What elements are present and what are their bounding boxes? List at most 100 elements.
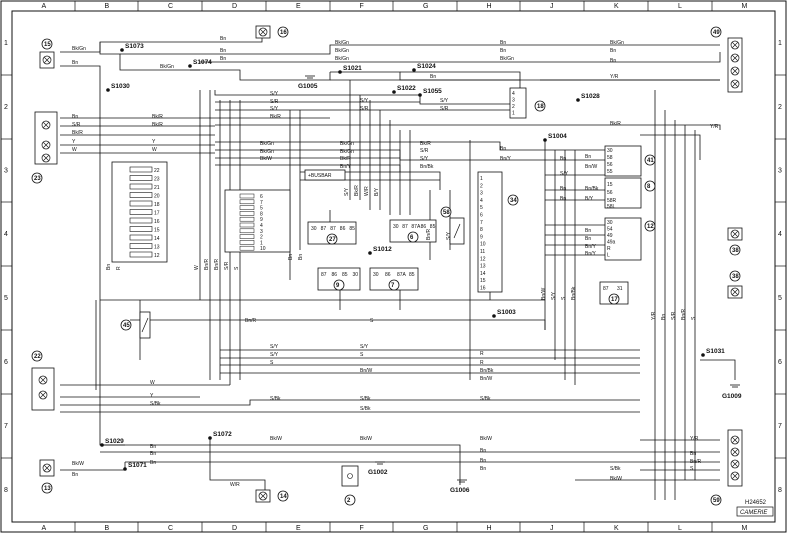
junction-label: S1021 bbox=[343, 65, 362, 72]
fuse bbox=[129, 243, 153, 249]
wire bbox=[99, 42, 200, 71]
lamp-22-filament bbox=[39, 376, 47, 384]
wire-color-label: Bn/Bk bbox=[420, 164, 434, 170]
relay-7-pin: 86 bbox=[385, 272, 391, 278]
wire-color-label: Bn bbox=[288, 254, 294, 260]
wire-color-label: Bn bbox=[690, 451, 696, 457]
relay-9-pin: 85 bbox=[342, 272, 348, 278]
junction-label: S1071 bbox=[128, 462, 147, 469]
busbar bbox=[304, 169, 346, 181]
wire-color-label: Bk/W bbox=[270, 436, 282, 442]
component-38b-callout bbox=[729, 270, 741, 282]
plug-pin bbox=[239, 222, 255, 228]
wire-color-label: W/R bbox=[364, 186, 370, 196]
wire-color-label: Bn bbox=[430, 74, 436, 80]
column-label: G bbox=[423, 3, 428, 10]
module-12-pin: 54 bbox=[607, 227, 613, 233]
connector-34-pin: 6 bbox=[480, 213, 483, 219]
wire-color-label: S/Bk bbox=[360, 396, 371, 402]
publisher-box bbox=[736, 506, 774, 517]
relay-9-pin: 30 bbox=[353, 272, 359, 278]
wire-color-label: Y/R bbox=[690, 436, 699, 442]
lamp-49-filament bbox=[731, 80, 739, 88]
row-label: 3 bbox=[778, 168, 782, 175]
plug-pin-number: 8 bbox=[260, 211, 263, 217]
fuse bbox=[129, 217, 153, 224]
junction-dot bbox=[418, 93, 422, 97]
wire-color-label: Bk/Gn bbox=[340, 141, 354, 147]
module-18-pin: 2 bbox=[512, 104, 515, 110]
column-label: H bbox=[487, 525, 492, 532]
wire-color-label: Bn bbox=[610, 58, 616, 64]
wire-color-label: Bn bbox=[560, 186, 566, 192]
junction-label: S1072 bbox=[213, 431, 232, 438]
wire-color-label: Y/R bbox=[651, 311, 657, 320]
component-14-callout-number: 14 bbox=[280, 494, 287, 500]
fuse bbox=[129, 192, 153, 198]
wire-color-label: S/Y bbox=[551, 291, 557, 300]
wire bbox=[640, 134, 701, 160]
lamp-59-filament bbox=[731, 448, 739, 456]
switch-58-contact bbox=[453, 223, 461, 239]
wire-color-label: W bbox=[150, 380, 155, 386]
junction-dot bbox=[492, 314, 496, 318]
wire-color-label: Bk/Gn bbox=[340, 149, 354, 155]
wire-color-label: Bk/Gn bbox=[260, 149, 274, 155]
column-label: L bbox=[678, 3, 682, 10]
junction-dot bbox=[120, 48, 124, 52]
wire-color-label: R bbox=[480, 351, 484, 357]
column-label: M bbox=[742, 3, 748, 10]
wire-color-label: Bn bbox=[585, 154, 591, 160]
component-38a-callout bbox=[729, 244, 741, 256]
relay-27-number-number: 27 bbox=[329, 237, 336, 243]
junction-dot bbox=[412, 68, 416, 72]
column-label: C bbox=[168, 525, 173, 532]
wire bbox=[215, 124, 721, 130]
junction-label: S1073 bbox=[125, 43, 144, 50]
wire bbox=[190, 69, 331, 81]
junction-label: S1029 bbox=[105, 438, 124, 445]
connector-34-pin: 10 bbox=[480, 242, 486, 248]
wire-color-label: Bk/W bbox=[480, 436, 492, 442]
wire-color-label: Bn bbox=[480, 448, 486, 454]
relay-17-pin: 87 bbox=[603, 286, 609, 292]
junction-label: S1031 bbox=[706, 348, 725, 355]
component-13-callout-number: 13 bbox=[44, 486, 51, 492]
wire-color-label: R bbox=[480, 360, 484, 366]
component-12-callout bbox=[644, 220, 656, 232]
lamp-49-filament bbox=[731, 54, 739, 62]
fuse-number: 15 bbox=[154, 228, 160, 234]
relay-27-number bbox=[326, 233, 338, 245]
wire-color-label: S/Bk bbox=[480, 396, 491, 402]
connector-34-pin: 2 bbox=[480, 183, 483, 189]
wire-color-label: Bn bbox=[106, 264, 112, 270]
column-label: H bbox=[487, 3, 492, 10]
wire-color-label: S bbox=[691, 316, 697, 320]
junction-dot bbox=[106, 88, 110, 92]
relay-27-pin: 86 bbox=[340, 226, 346, 232]
junction-dot bbox=[368, 251, 372, 255]
relay-6-pin: 87 bbox=[402, 224, 408, 230]
module-41 bbox=[604, 145, 642, 177]
column-label: E bbox=[296, 525, 301, 532]
connector-34-pin: 1 bbox=[480, 176, 483, 182]
component-49-callout-number: 49 bbox=[713, 30, 720, 36]
row-label: 1 bbox=[778, 40, 782, 47]
wire-color-label: Bn bbox=[610, 48, 616, 54]
inner-frame bbox=[11, 10, 776, 523]
relay-27-pin: 30 bbox=[311, 226, 317, 232]
wire-color-label: S/Y bbox=[360, 98, 369, 104]
junction-label: S1022 bbox=[397, 85, 416, 92]
fuse-number: 16 bbox=[154, 219, 160, 225]
relay-9-number-number: 9 bbox=[336, 283, 340, 289]
column-label: K bbox=[614, 525, 619, 532]
wire-color-label: S bbox=[690, 466, 694, 472]
busbar-label: +BUSBAR bbox=[308, 173, 332, 179]
row-label: 8 bbox=[778, 487, 782, 494]
ground-label: G1006 bbox=[450, 487, 470, 494]
wire-color-label: Bk/Gn bbox=[335, 56, 349, 62]
relay-17-number-number: 17 bbox=[611, 297, 618, 303]
diagram-code: H24652 bbox=[745, 500, 767, 506]
